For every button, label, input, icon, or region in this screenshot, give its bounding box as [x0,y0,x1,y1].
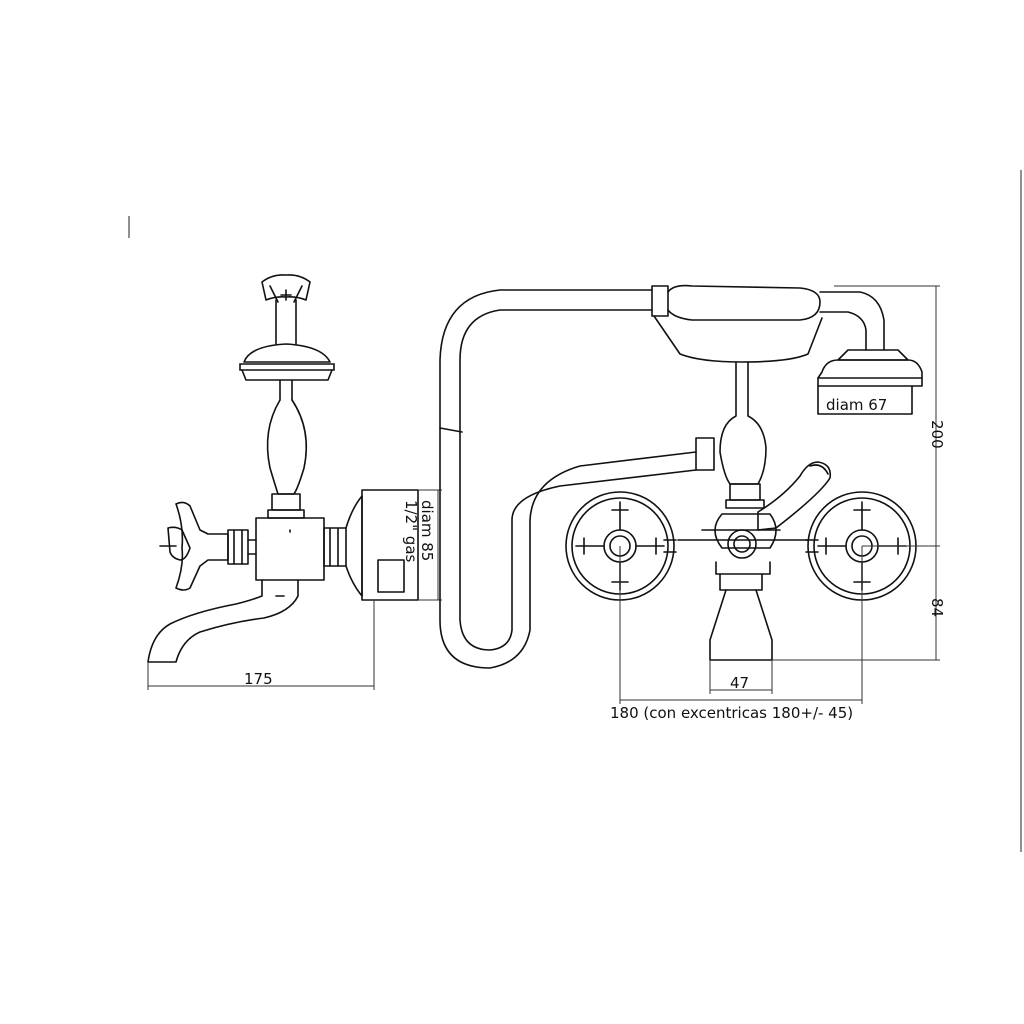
hose-nut [695,437,715,471]
dim-84: 84 [772,545,946,661]
side-view: 175 diam 85 1/2" gas [147,274,442,690]
cross-handle [159,501,257,591]
label-180: 180 (con excentricas 180+/- 45) [610,704,853,722]
holder-cup [239,343,335,381]
label-84: 84 [928,598,946,617]
cradle-stem [719,361,767,509]
label-diam-67: diam 67 [826,396,887,414]
dim-47: 47 [709,660,773,694]
diverter-lever [757,461,832,531]
riser-pipe [266,379,308,519]
spout [147,579,299,663]
central-body [677,513,809,661]
front-view: diam 67 [439,284,946,722]
hose [439,289,697,669]
dim-diam-85: diam 85 1/2" gas [402,489,442,601]
label-diam-85: diam 85 [418,500,436,561]
dim-180: 180 (con excentricas 180+/- 45) [610,546,863,722]
lever-tip [809,464,829,475]
handset [651,284,885,363]
tap-bar [663,539,819,553]
label-200: 200 [928,420,946,449]
top-bracket [261,274,311,345]
dim-175: 175 [147,600,375,690]
shower-head: diam 67 [817,349,923,415]
label-thread: 1/2" gas [402,500,420,563]
label-175: 175 [244,670,273,688]
valve-body [255,517,347,581]
dim-200: 200 [834,285,946,546]
label-47: 47 [730,674,749,692]
